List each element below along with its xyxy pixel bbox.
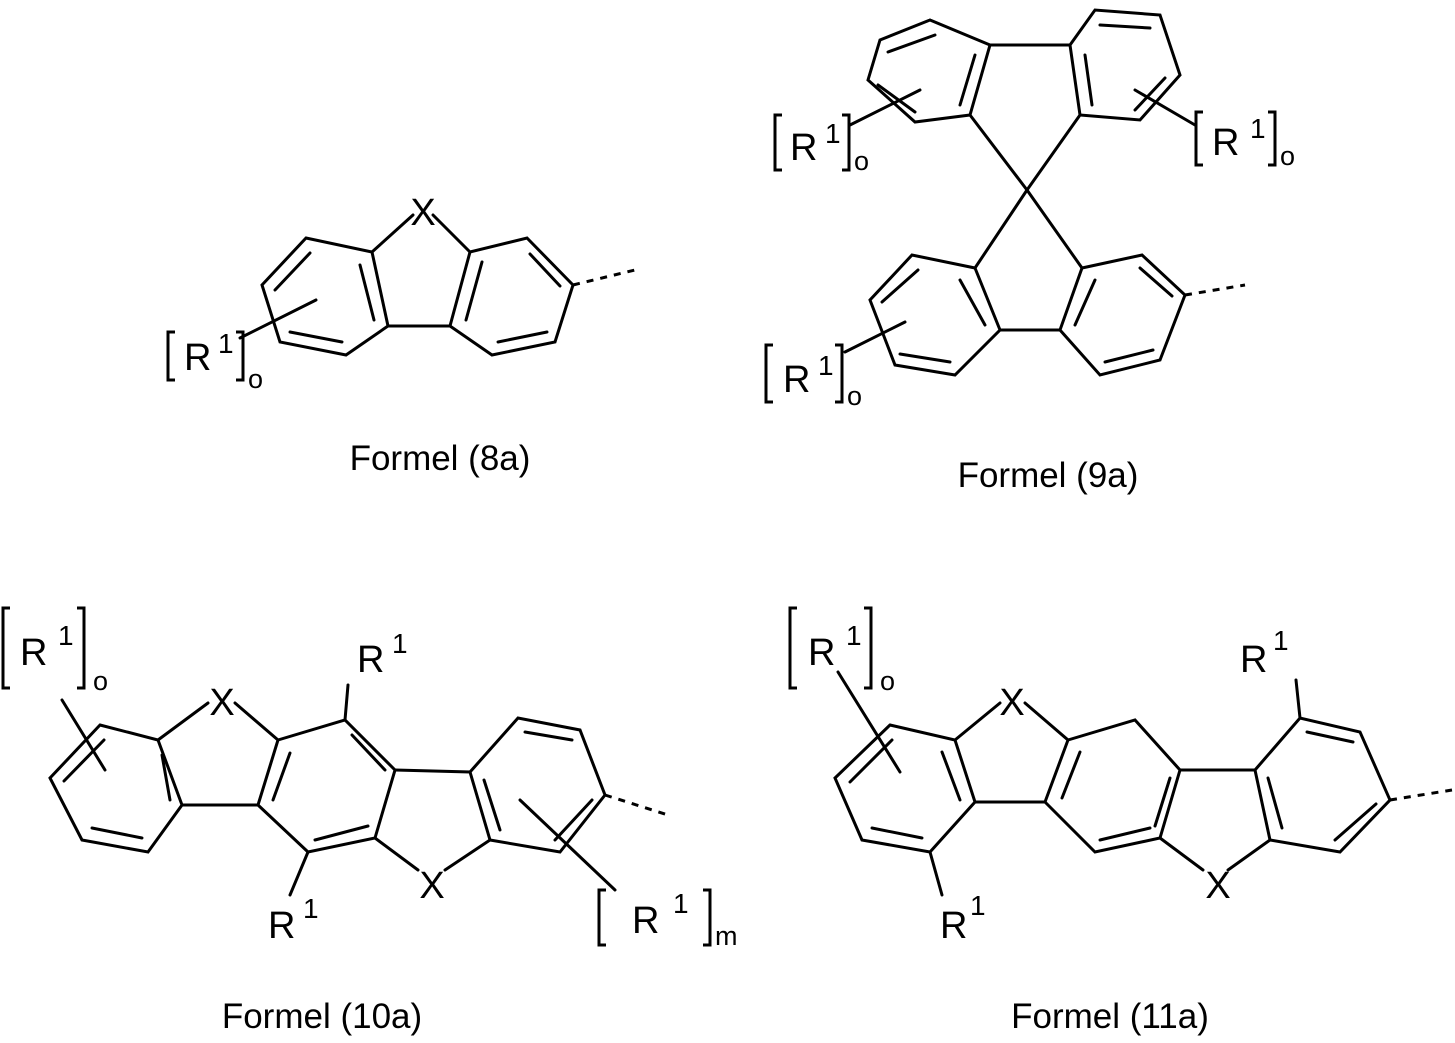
formula-11a-x-top: X (999, 682, 1024, 724)
formula-10a-bonds (50, 685, 668, 895)
formula-8a: X R 1 o Formel (8a) (168, 192, 635, 478)
close-bracket (842, 115, 849, 170)
formula-10a-r1-top: R 1 (357, 628, 408, 681)
subscript-m: m (715, 921, 738, 951)
formula-9a-caption: Formel (9a) (958, 456, 1139, 495)
r-label: R (1212, 122, 1239, 164)
r-label: R (790, 127, 817, 169)
formula-10a-caption: Formel (10a) (222, 997, 422, 1036)
r-label: R (783, 359, 810, 401)
open-bracket (775, 115, 782, 170)
formula-9a-bonds (845, 10, 1245, 375)
r-label: R (184, 337, 211, 379)
r-label: R (1240, 639, 1267, 681)
formula-9a-r1-group-right: R 1 o (1196, 112, 1295, 171)
superscript-1: 1 (58, 620, 74, 651)
superscript-1: 1 (392, 628, 408, 659)
open-bracket (766, 345, 773, 402)
superscript-1: 1 (673, 888, 689, 919)
formula-11a-x-bottom: X (1205, 865, 1230, 907)
r-label: R (632, 900, 659, 942)
formula-10a: X X R 1 R 1 R 1 o R 1 m Formel (10a) (3, 608, 738, 1036)
open-bracket (3, 608, 10, 688)
close-bracket (77, 608, 84, 688)
formula-11a-bonds (835, 672, 1452, 895)
formula-10a-r1-group-m: R 1 m (599, 888, 738, 951)
formula-8a-r1-group: R 1 o (168, 328, 263, 394)
subscript-o: o (854, 146, 869, 176)
formula-11a-r1-top: R 1 (1240, 625, 1289, 681)
formula-9a-r1-group-bottom: R 1 o (766, 345, 862, 411)
open-bracket (790, 608, 797, 688)
subscript-o: o (93, 666, 108, 696)
formula-8a-x-label: X (410, 192, 435, 234)
formula-8a-caption: Formel (8a) (350, 439, 531, 478)
formula-11a-caption: Formel (11a) (1011, 997, 1209, 1036)
r-label: R (268, 905, 295, 947)
superscript-1: 1 (818, 350, 834, 381)
formula-11a-r1-bottom: R 1 (940, 890, 986, 947)
close-bracket (835, 345, 842, 402)
close-bracket (703, 890, 710, 945)
r-label: R (808, 632, 835, 674)
subscript-o: o (880, 666, 895, 696)
subscript-o: o (248, 364, 263, 394)
open-bracket (1196, 112, 1203, 165)
superscript-1: 1 (846, 620, 862, 651)
formula-10a-x-bottom: X (419, 865, 444, 907)
superscript-1: 1 (970, 890, 986, 921)
r-label: R (357, 639, 384, 681)
close-bracket (864, 608, 871, 688)
formula-8a-bonds (240, 215, 635, 355)
formula-10a-x-top: X (209, 682, 234, 724)
superscript-1: 1 (218, 328, 234, 359)
open-bracket (599, 890, 606, 945)
superscript-1: 1 (303, 893, 319, 924)
close-bracket (1268, 112, 1275, 165)
formula-11a-r1-group-o: R 1 o (790, 608, 895, 696)
formula-11a: X X R 1 R 1 R 1 o Formel (11a) (790, 608, 1452, 1036)
formula-10a-r1-group-o: R 1 o (3, 608, 108, 696)
open-bracket (168, 332, 175, 380)
r-label: R (940, 905, 967, 947)
formula-10a-r1-bottom: R 1 (268, 893, 319, 947)
superscript-1: 1 (1250, 113, 1266, 144)
superscript-1: 1 (825, 118, 841, 149)
subscript-o: o (847, 381, 862, 411)
r-label: R (20, 632, 47, 674)
superscript-1: 1 (1273, 625, 1289, 656)
subscript-o: o (1280, 141, 1295, 171)
formula-9a: R 1 o R 1 o R 1 o Formel (9a) (766, 10, 1295, 495)
